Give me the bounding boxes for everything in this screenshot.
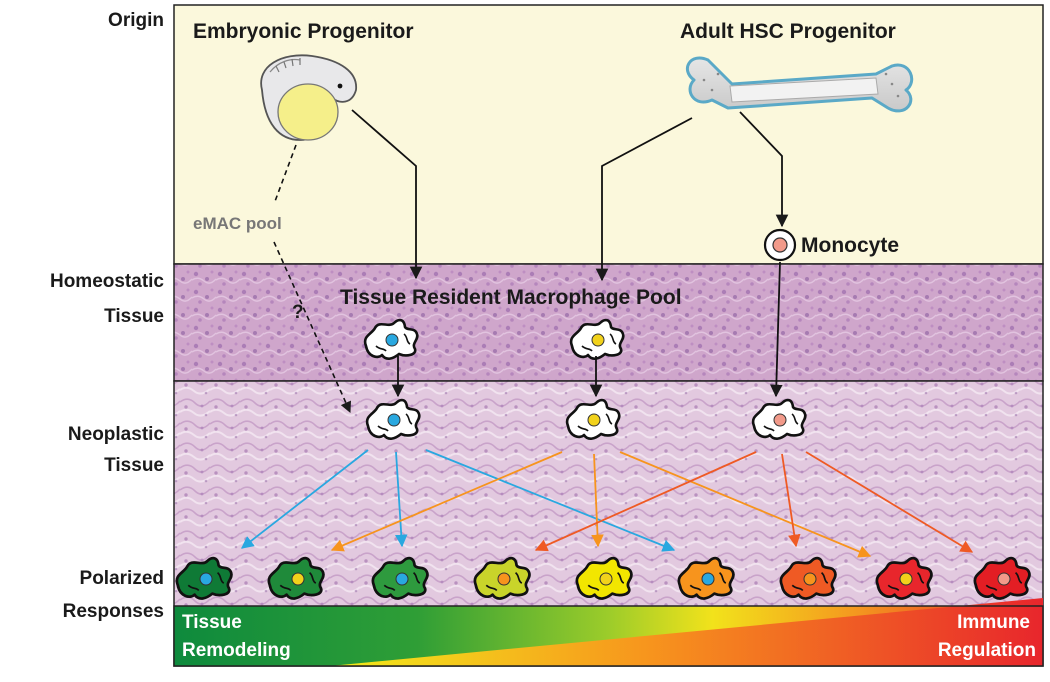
- embryonic-progenitor-title: Embryonic Progenitor: [193, 20, 414, 43]
- monocyte-label: Monocyte: [801, 234, 899, 257]
- resident-macrophage-blue: [363, 318, 419, 361]
- immune-regulation-label-1: Immune: [957, 612, 1030, 633]
- arrow-bone-to-monocyte: [739, 111, 789, 228]
- emac-pool-label: eMAC pool: [193, 214, 282, 233]
- row-label-homeostatic-2: Tissue: [104, 306, 164, 327]
- tumor-macrophage-yellow: [565, 398, 621, 441]
- emac-dashed-arrow: [273, 144, 350, 412]
- tissue-remodeling-label-1: Tissue: [182, 612, 242, 633]
- unknown-mark: ?: [292, 302, 304, 323]
- row-label-polarized-1: Polarized: [80, 568, 164, 589]
- polarized-cell-6: [677, 556, 735, 600]
- arrow-embryo-to-pool: [351, 109, 423, 280]
- tissue-remodeling-label-2: Remodeling: [182, 640, 291, 661]
- row-label-homeostatic-1: Homeostatic: [50, 271, 164, 292]
- blue-polarization-arrows: [241, 449, 676, 552]
- row-label-origin: Origin: [108, 10, 164, 31]
- polarized-cell-1: [175, 556, 233, 600]
- polarized-cell-5: [575, 556, 633, 600]
- arrow-bone-to-pool: [595, 117, 693, 282]
- resident-macrophage-yellow: [569, 318, 625, 361]
- polarized-cells: [175, 556, 1031, 600]
- immune-regulation-label-2: Regulation: [938, 640, 1036, 661]
- polarized-cell-3: [371, 556, 429, 600]
- tumor-macrophage-pink: [751, 398, 807, 441]
- row-label-polarized-2: Responses: [63, 601, 164, 622]
- row-label-neoplastic-1: Neoplastic: [68, 424, 165, 445]
- polarized-cell-8: [875, 556, 933, 600]
- polarized-cell-7: [779, 556, 837, 600]
- polarization-gradient-bar: [173, 598, 1044, 667]
- monocyte-cell: [763, 228, 797, 262]
- tissue-resident-pool-title: Tissue Resident Macrophage Pool: [340, 286, 682, 309]
- polarized-cell-9: [973, 556, 1031, 600]
- polarized-cell-4: [473, 556, 531, 600]
- orange-polarization-arrows: [330, 451, 872, 558]
- tumor-macrophage-blue: [365, 398, 421, 441]
- adult-hsc-progenitor-title: Adult HSC Progenitor: [680, 20, 896, 43]
- red-polarization-arrows: [534, 451, 974, 553]
- row-label-neoplastic-2: Tissue: [104, 455, 164, 476]
- arrow-monocyte-to-neoplastic: [770, 261, 783, 398]
- bone-icon: [686, 56, 914, 113]
- polarized-cell-2: [267, 556, 325, 600]
- embryo-icon: [260, 54, 357, 141]
